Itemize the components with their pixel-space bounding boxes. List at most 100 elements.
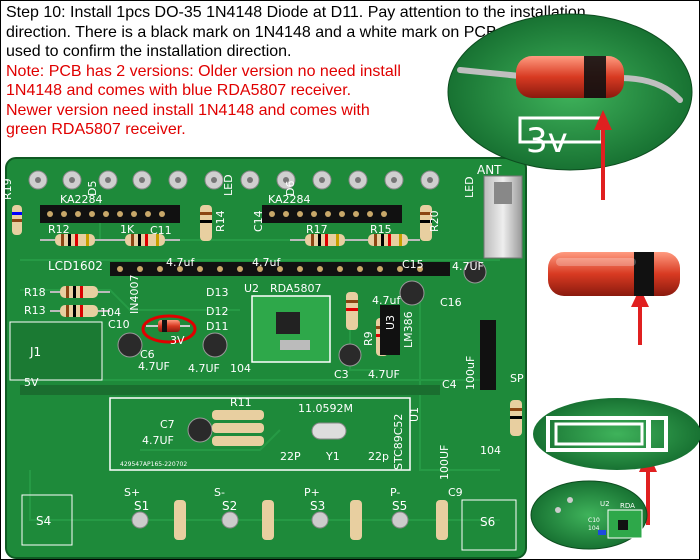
- label-stc89c52: STC89C52: [392, 414, 405, 470]
- label-ant: ANT: [477, 163, 502, 177]
- switch-row: [21, 494, 517, 551]
- label-s5: S5: [392, 499, 407, 513]
- label-c11: C11: [150, 224, 172, 237]
- label-d5: D5: [86, 181, 99, 196]
- label-r20: R20: [428, 210, 441, 232]
- label-led-right: LED: [463, 176, 476, 198]
- label-c104: 104: [230, 362, 251, 375]
- label-lcd1602: LCD1602: [48, 259, 103, 273]
- label-led-left: LED: [222, 174, 235, 196]
- label-r11: R11: [230, 396, 252, 409]
- label-s6: S6: [480, 515, 495, 529]
- ka2284-left-header: [40, 205, 180, 223]
- label-1k: 1K: [120, 223, 135, 236]
- label-in4007: IN4007: [128, 275, 141, 314]
- zoom-diode-body: [516, 56, 624, 98]
- label-r19: R19: [1, 178, 14, 200]
- label-c16: C16: [440, 296, 462, 309]
- label-p-plus: P+: [304, 486, 320, 499]
- label-u2: U2: [244, 282, 259, 295]
- electrolytic-capacitors: [117, 260, 487, 443]
- ka2284-right-header: [262, 205, 402, 223]
- label-5v: 5V: [24, 376, 39, 389]
- label-r14: R14: [214, 210, 227, 232]
- diode-photo: [548, 252, 680, 296]
- silkscreen-footprint-inset: [533, 398, 700, 470]
- label-chip-code: 429547AP165-220702: [120, 461, 187, 468]
- mini-u2-label: U2: [600, 500, 610, 508]
- label-c14: C14: [252, 210, 265, 232]
- label-3v: 3V: [170, 334, 185, 347]
- label-s4: S4: [36, 514, 51, 528]
- label-cap-47uf-g: 4.7UF: [368, 368, 400, 381]
- version-note: Note: PCB has 2 versions: Older version …: [6, 62, 446, 140]
- j1-power-jack: [9, 321, 103, 381]
- d11-highlight-ring: [141, 314, 197, 344]
- note-line-1: Note: PCB has 2 versions: Older version …: [6, 62, 401, 80]
- label-lm386: LM386: [402, 311, 415, 348]
- label-22p-a: 22P: [280, 450, 301, 463]
- label-c10: C10: [108, 318, 130, 331]
- label-c104-small: 104: [100, 306, 121, 319]
- label-s1: S1: [134, 499, 149, 513]
- resistor-row-top: [40, 234, 420, 246]
- label-22p-b: 22p: [368, 450, 389, 463]
- label-d11: D11: [206, 320, 228, 333]
- label-cap-47uf-a: 4.7uf: [166, 256, 195, 269]
- label-u3: U3: [384, 315, 397, 330]
- label-104-b: 104: [480, 444, 501, 457]
- crystal-y1: [311, 422, 347, 440]
- label-cap-47uf-c: 4.7UF: [452, 260, 484, 273]
- label-cap-47uf-h: 4.7UF: [142, 434, 174, 447]
- d11-diode: [141, 314, 197, 344]
- label-c4: C4: [442, 378, 457, 391]
- label-100uf-b: 100UF: [438, 445, 451, 480]
- main-pcb: R19 D5 LED D6 LED ANT KA2284 KA2284 R12 …: [1, 157, 527, 559]
- zoom-3v-label: 3v: [526, 121, 568, 161]
- arrow-zoom: [594, 110, 612, 200]
- label-100uf-a: 100uF: [464, 356, 477, 390]
- label-r13: R13: [24, 304, 46, 317]
- label-c9: C9: [448, 486, 463, 499]
- stc89c52-outline: [109, 397, 411, 471]
- label-c3: C3: [334, 368, 349, 381]
- label-d13: D13: [206, 286, 228, 299]
- mini-rda-label: RDA: [620, 502, 635, 510]
- label-d6: D6: [284, 181, 297, 196]
- label-ka2284-right: KA2284: [268, 193, 311, 206]
- note-line-4: green RDA5807 receiver.: [6, 121, 186, 138]
- label-s3: S3: [310, 499, 325, 513]
- label-r17: R17: [306, 223, 328, 236]
- label-s-plus: S+: [124, 486, 140, 499]
- mini-board-inset: U2 RDA C10 104: [530, 480, 648, 550]
- label-ka2284-left: KA2284: [60, 193, 103, 206]
- label-cap-47uf-e: 4.7UF: [138, 360, 170, 373]
- label-r15: R15: [370, 223, 392, 236]
- diode-zoom-inset: 3v: [447, 13, 693, 171]
- mini-104-label: 104: [588, 525, 600, 532]
- instruction-text-block: Step 10: Install 1pcs DO-35 1N4148 Diode…: [6, 3, 606, 140]
- label-sp: SP: [510, 372, 524, 385]
- label-crystal: 11.0592M: [298, 402, 353, 415]
- rda5807-module: [251, 295, 331, 363]
- label-c6: C6: [140, 348, 155, 361]
- pcb-silkscreen-labels: R19 D5 LED D6 LED ANT KA2284 KA2284 R12 …: [1, 163, 524, 529]
- label-s-minus: S-: [214, 486, 225, 499]
- zoom-diode-black-mark: [584, 56, 606, 98]
- label-c15: C15: [402, 258, 424, 271]
- label-u1: U1: [408, 407, 421, 422]
- label-s2: S2: [222, 499, 237, 513]
- note-line-3: Newer version need install 1N4148 and co…: [6, 101, 370, 119]
- lm386-chip: [380, 305, 400, 355]
- arrow-diode: [631, 288, 649, 345]
- label-cap-47uf-b: 4.7uf: [252, 256, 281, 269]
- label-r12: R12: [48, 223, 70, 236]
- note-line-2: 1N4148 and comes with blue RDA5807 recei…: [6, 82, 352, 99]
- label-r18: R18: [24, 286, 46, 299]
- label-d12: D12: [206, 305, 228, 318]
- mini-c10-label: C10: [588, 517, 600, 524]
- top-pad-row: [28, 170, 440, 190]
- label-rda5807: RDA5807: [270, 282, 321, 295]
- label-cap-47uf-d: 4.7uf: [372, 294, 401, 307]
